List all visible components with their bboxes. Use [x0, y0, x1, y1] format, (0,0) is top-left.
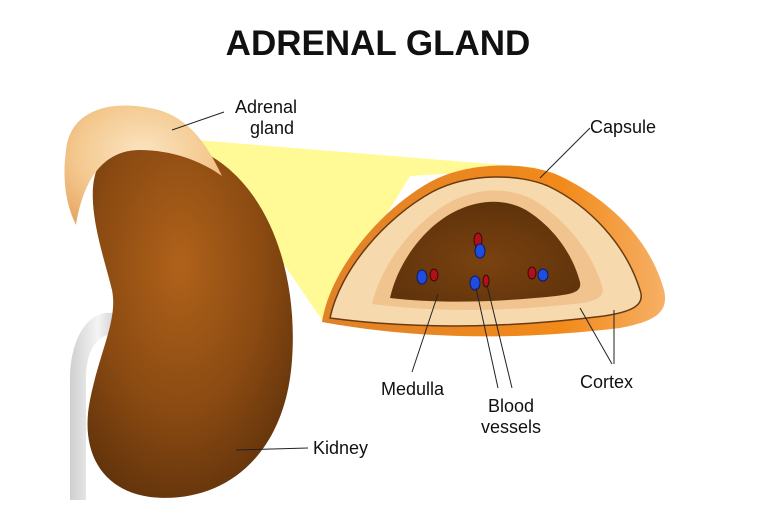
label-kidney: Kidney [313, 438, 368, 458]
leader-capsule [539, 127, 591, 179]
label-adrenal-gland: Adrenal gland [235, 97, 302, 138]
leader-lines [171, 111, 615, 451]
leader-vessels-1 [475, 287, 499, 389]
label-medulla: Medulla [381, 379, 445, 399]
blood-vessel-red [482, 274, 490, 288]
blood-vessel-red [429, 268, 439, 282]
blood-vessels [416, 232, 549, 291]
label-adrenal-line1: Adrenal [235, 97, 297, 117]
label-cortex: Cortex [580, 372, 633, 392]
label-adrenal-line2: gland [250, 118, 294, 138]
label-blood-line1: Blood [488, 396, 534, 416]
adrenal-gland [64, 105, 222, 225]
zoom-projection [196, 140, 540, 320]
ureter [70, 312, 126, 500]
blood-vessel-blue [416, 269, 428, 285]
leader-adrenal [171, 111, 225, 131]
diagram-title: ADRENAL GLAND [226, 24, 531, 63]
label-blood-line2: vessels [481, 417, 541, 437]
leader-vessels-2 [486, 284, 513, 389]
leader-cortex-1 [579, 307, 613, 365]
leader-medulla [411, 293, 439, 373]
blood-vessel-blue [474, 243, 486, 259]
blood-vessel-blue [537, 268, 549, 282]
label-blood-vessels: Blood vessels [481, 396, 541, 437]
blood-vessel-blue [469, 275, 481, 291]
kidney [87, 140, 293, 498]
leader-kidney [235, 447, 309, 451]
label-capsule: Capsule [590, 117, 656, 137]
blood-vessel-red [527, 266, 537, 280]
